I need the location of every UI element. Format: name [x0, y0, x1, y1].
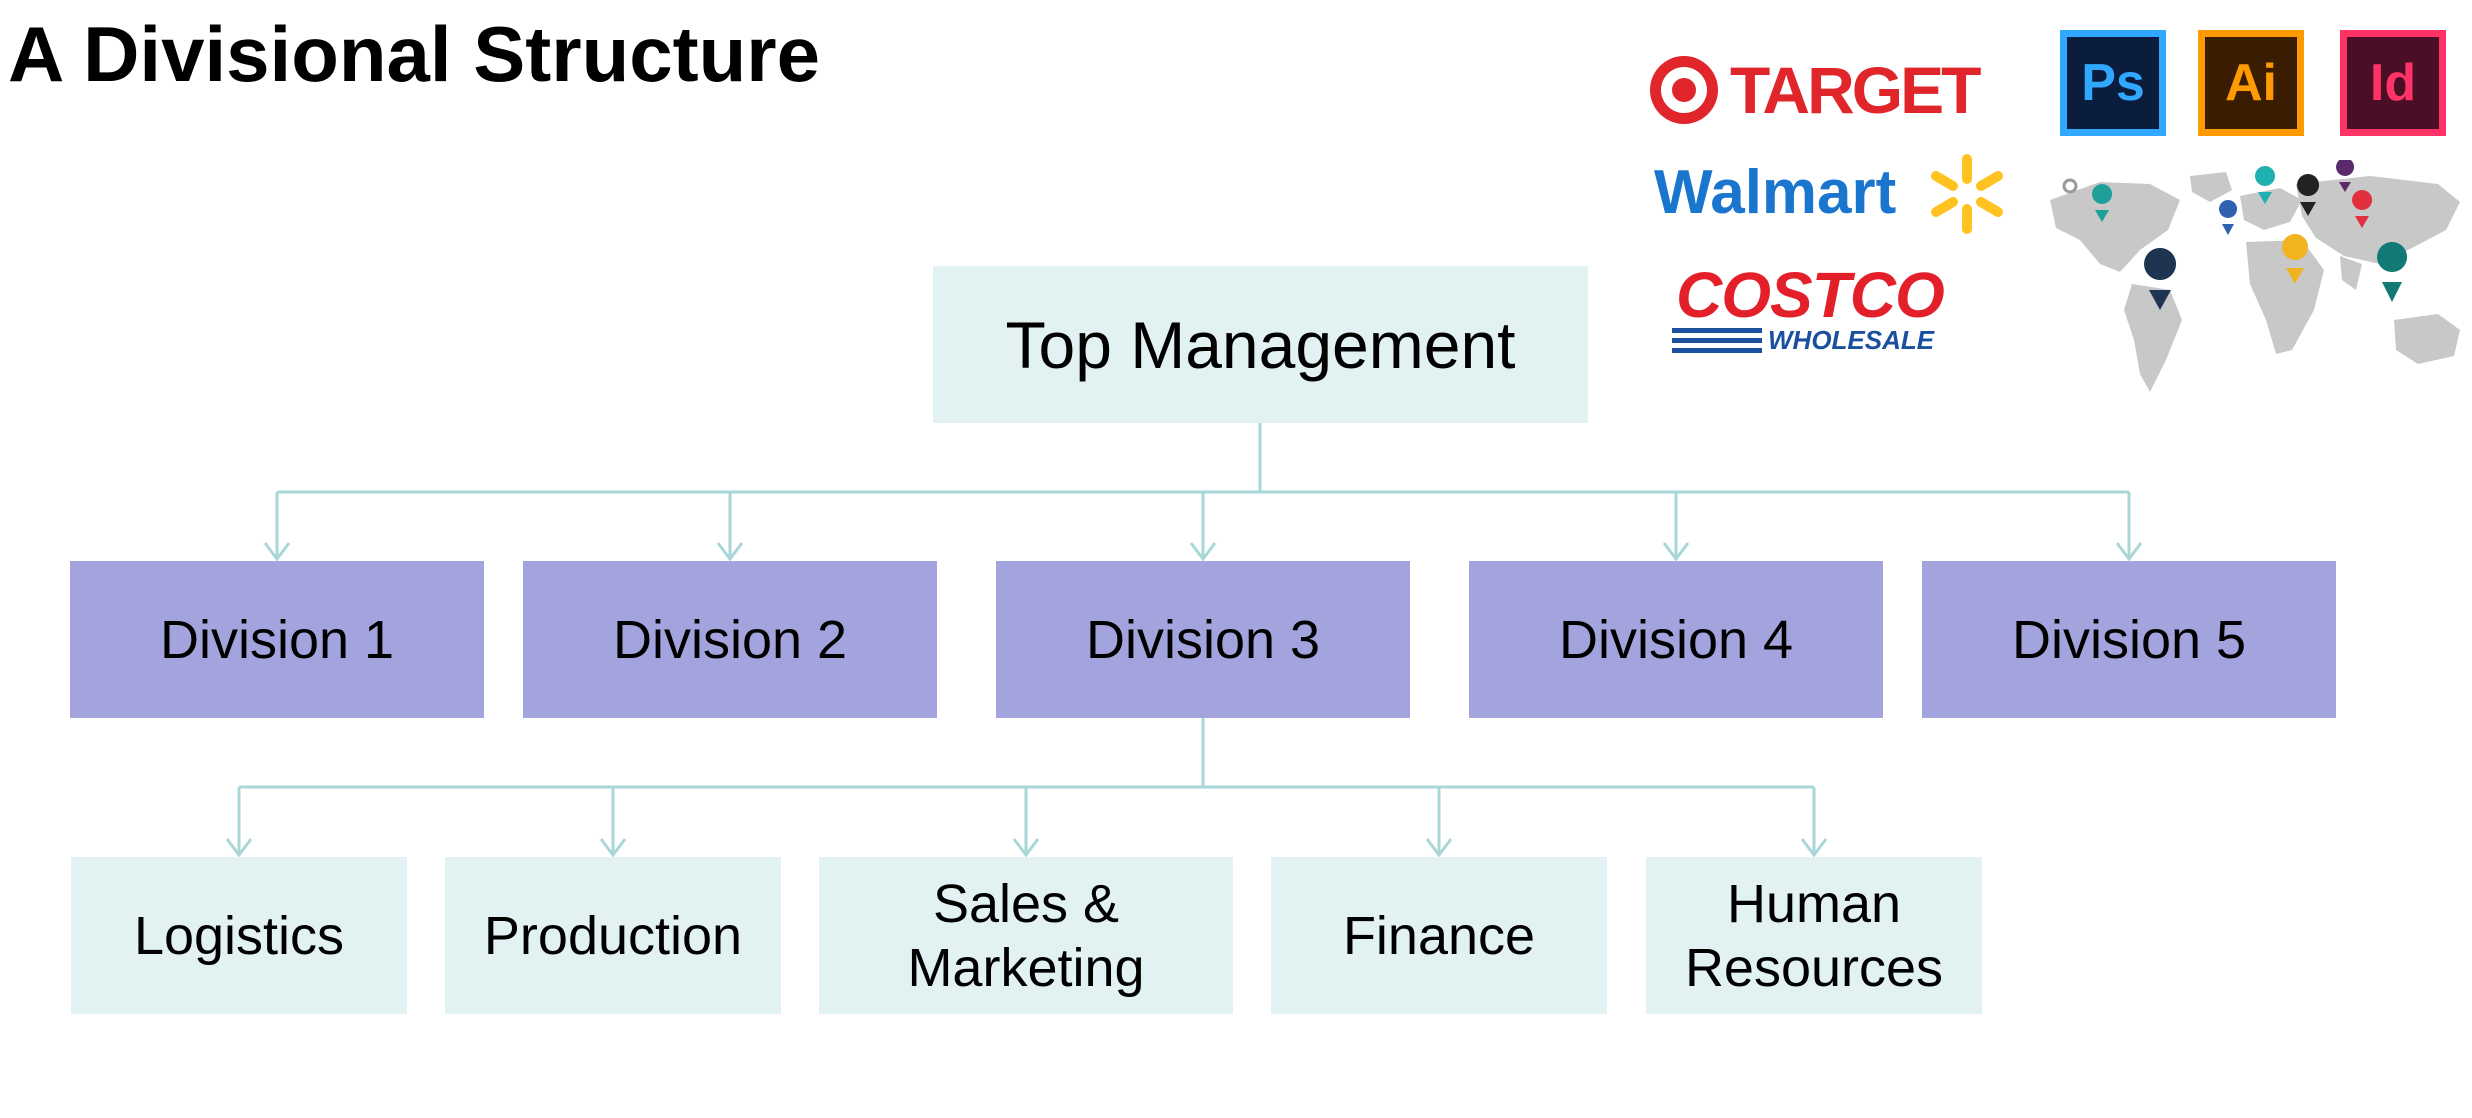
function-human-resources-box: Human Resources [1646, 857, 1982, 1014]
indesign-label: Id [2369, 54, 2417, 112]
division-2-label: Division 2 [612, 609, 848, 670]
target-logo: TARGET [1646, 44, 2006, 134]
division-1-box: Division 1 [70, 561, 484, 718]
function-sales-marketing-box: Sales & Marketing [819, 857, 1233, 1014]
illustrator-label: Ai [2225, 54, 2277, 112]
function-logistics-label: Logistics [133, 905, 345, 966]
division-4-box: Division 4 [1469, 561, 1883, 718]
walmart-logo: Walmart [1654, 146, 2014, 242]
division-2-box: Division 2 [523, 561, 937, 718]
world-map-icon [2050, 160, 2460, 392]
slide-title: A Divisional Structure [8, 10, 820, 98]
division-1-label: Division 1 [159, 609, 395, 670]
function-finance-label: Finance [1342, 905, 1536, 966]
division-3-box: Division 3 [996, 561, 1410, 718]
function-sales-marketing-line1: Sales & [932, 873, 1120, 934]
function-human-resources-line2: Resources [1684, 937, 1944, 998]
division-5-box: Division 5 [1922, 561, 2336, 718]
function-production-box: Production [445, 857, 781, 1014]
costco-subtext: WHOLESALE [1768, 325, 1935, 355]
top-management-box: Top Management [933, 266, 1588, 423]
division-3-label: Division 3 [1085, 609, 1321, 670]
target-bullseye-icon [1650, 56, 1718, 124]
walmart-spark-icon [1931, 154, 2003, 234]
target-wordmark: TARGET [1730, 53, 1981, 127]
division-5-label: Division 5 [2011, 609, 2247, 670]
division-4-label: Division 4 [1558, 609, 1794, 670]
function-sales-marketing-line2: Marketing [907, 937, 1145, 998]
function-finance-box: Finance [1271, 857, 1607, 1014]
indesign-icon: Id [2340, 30, 2446, 136]
function-production-label: Production [483, 905, 743, 966]
photoshop-icon: Ps [2060, 30, 2166, 136]
walmart-wordmark: Walmart [1654, 158, 1897, 227]
top-management-label: Top Management [1005, 307, 1516, 382]
costco-wordmark: COSTCO [1676, 259, 1945, 331]
function-logistics-box: Logistics [71, 857, 407, 1014]
photoshop-label: Ps [2081, 54, 2145, 112]
costco-logo: COSTCO WHOLESALE [1672, 260, 1982, 360]
function-human-resources-line1: Human [1726, 873, 1902, 934]
costco-stripes-icon [1672, 328, 1762, 353]
illustrator-icon: Ai [2198, 30, 2304, 136]
